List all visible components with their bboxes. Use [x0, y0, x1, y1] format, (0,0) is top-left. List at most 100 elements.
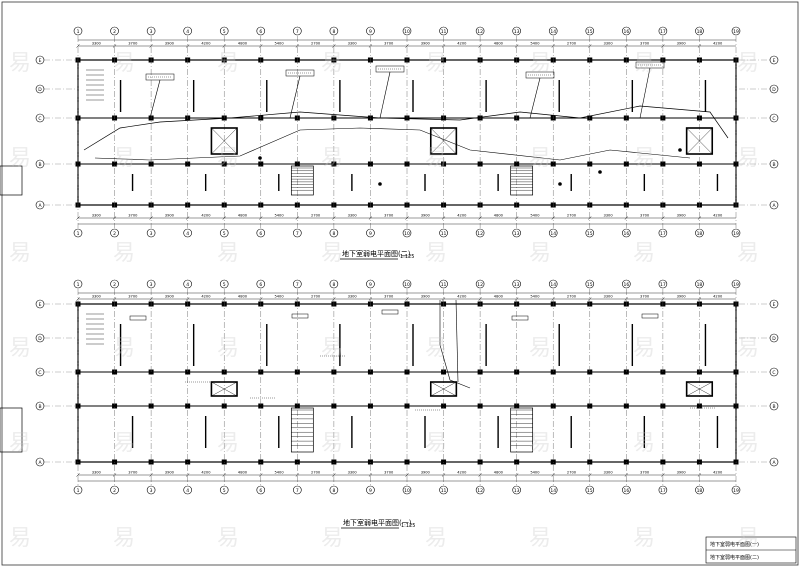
watermark-glyph: 易: [321, 526, 343, 551]
row-bubble-label: A: [38, 460, 42, 466]
axis-bubble-label: 14: [550, 231, 556, 237]
axis-bubble-label: 5: [223, 231, 226, 237]
structural-column: [587, 403, 593, 409]
dimension-text: 4200: [713, 42, 723, 46]
axis-bubble-label: 9: [369, 282, 372, 288]
dimension-text: 3700: [640, 295, 650, 299]
dimension-tick: [76, 297, 80, 301]
dimension-text: 4800: [238, 471, 248, 475]
dimension-tick: [149, 473, 153, 477]
axis-bubble-label: 4: [186, 488, 189, 494]
dimension-text: 2700: [567, 214, 577, 218]
structural-column: [367, 161, 373, 167]
axis-bubble: [622, 279, 631, 289]
dimension-tick: [478, 216, 482, 220]
stair-outline: [0, 165, 23, 196]
watermark-glyph: 易: [113, 526, 135, 551]
dimension-text: 4200: [201, 214, 211, 218]
axis-bubble: [585, 26, 595, 36]
dimension-text: 4800: [238, 42, 248, 46]
dimension-text: 2700: [311, 471, 321, 475]
axis-bubble-label: 7: [296, 231, 299, 237]
axis-bubble-label: 14: [550, 29, 556, 35]
axis-bubble: [293, 485, 302, 495]
dimension-text: 4200: [457, 295, 467, 299]
distribution-box: [635, 61, 665, 69]
axis-bubble-label: 3: [150, 282, 153, 288]
dimension-text: 3700: [128, 42, 138, 46]
row-bubble: [35, 200, 45, 210]
watermark-glyph: 易: [633, 51, 655, 76]
dimension-tick: [185, 297, 190, 301]
axis-bubble-label: 13: [514, 488, 520, 494]
axis-bubble-label: 8: [332, 231, 335, 237]
axis-bubble-label: 8: [332, 282, 335, 288]
axis-bubble: [622, 26, 631, 36]
watermark-glyph: 易: [737, 146, 759, 171]
dimension-tick: [405, 473, 409, 477]
dimension-tick: [332, 297, 336, 301]
dimension-tick: [624, 297, 629, 301]
dimension-tick: [295, 473, 300, 477]
dimension-text: 3700: [384, 42, 394, 46]
dimension-tick: [405, 297, 409, 301]
axis-bubble-label: 2: [113, 29, 116, 35]
plan-2-axis-bubbles: 1122334455667788991010111112121313141415…: [73, 279, 741, 495]
dimension-tick: [697, 216, 702, 220]
dimension-text: 5400: [530, 471, 540, 475]
row-bubble-label: C: [38, 370, 41, 376]
axis-bubble: [219, 485, 229, 495]
watermark-glyph: 易: [633, 431, 655, 456]
elevator-cross: [686, 127, 713, 155]
dimension-text: 3700: [640, 42, 650, 46]
dimension-tick: [259, 44, 263, 48]
watermark-glyph: 易: [737, 241, 759, 266]
dimension-text: 3700: [384, 295, 394, 299]
axis-bubble-label: 5: [223, 282, 226, 288]
watermark-glyph: 易: [9, 431, 31, 456]
structural-column: [331, 161, 337, 167]
dimension-text: 3300: [348, 295, 358, 299]
dimension-text: 3700: [128, 214, 138, 218]
distribution-box: [375, 65, 405, 73]
watermark-glyph: 易: [321, 431, 343, 456]
axis-bubble: [293, 228, 302, 238]
axis-bubble: [366, 279, 375, 289]
axis-bubble: [658, 228, 668, 238]
axis-bubble: [329, 279, 339, 289]
plan-1-rooms: [0, 69, 719, 196]
axis-bubble: [695, 228, 704, 238]
axis-bubble-label: 14: [550, 488, 556, 494]
axis-bubble: [219, 26, 229, 36]
dimension-text: 4800: [494, 42, 504, 46]
axis-bubble-label: 10: [404, 29, 410, 35]
plan-1-scale: 1:125: [400, 254, 414, 260]
axis-bubble-label: 18: [697, 488, 703, 494]
structural-column: [331, 403, 337, 409]
axis-bubble-label: 15: [587, 488, 593, 494]
dimension-tick: [551, 297, 555, 301]
axis-bubble-label: 12: [477, 488, 483, 494]
row-bubble: [769, 55, 779, 65]
axis-bubble-label: 4: [186, 231, 189, 237]
dimension-text: 3900: [165, 214, 175, 218]
dimension-text: 5400: [274, 42, 284, 46]
axis-bubble-label: 2: [113, 231, 116, 237]
watermark-glyph: 易: [425, 241, 447, 266]
dimension-text: 3700: [128, 471, 138, 475]
row-bubble-label: B: [38, 404, 41, 410]
riser-cable: [149, 79, 161, 119]
axis-bubble: [146, 26, 156, 36]
dimension-tick: [661, 473, 665, 477]
axis-bubble-label: 9: [369, 231, 372, 237]
elevator-cross: [211, 381, 238, 397]
stair-outline: [510, 407, 534, 453]
dimension-tick: [222, 297, 226, 301]
dimension-tick: [112, 297, 117, 301]
axis-bubble: [439, 485, 448, 495]
row-bubble-label: C: [38, 116, 41, 122]
dimension-tick: [551, 216, 555, 220]
dimension-tick: [368, 473, 373, 477]
dimension-tick: [588, 297, 592, 301]
